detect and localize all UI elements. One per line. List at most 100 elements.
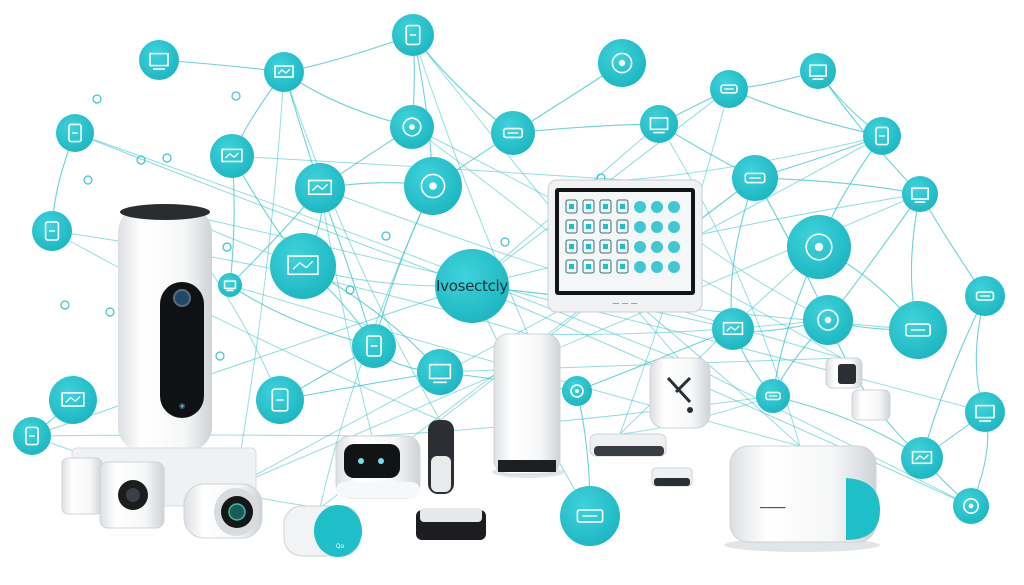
tablet-app-grid <box>565 199 680 274</box>
door-icon <box>274 65 294 78</box>
speaker-icon <box>25 426 39 446</box>
speaker-icon <box>221 148 243 163</box>
sensor-icon-node <box>953 488 989 524</box>
app-tile-icon <box>582 199 595 214</box>
mini-node-dot <box>231 91 241 101</box>
router-icon <box>307 179 333 196</box>
app-tile-glyph <box>569 244 574 249</box>
thermostat-icon <box>611 52 633 74</box>
router-icon-node <box>295 163 345 213</box>
mini-node-dot <box>215 351 225 361</box>
sensor-icon <box>962 497 979 514</box>
mini-node-dot <box>162 153 172 163</box>
app-tile-icon <box>634 201 646 213</box>
lock-icon <box>223 280 237 292</box>
app-tile-glyph <box>586 244 591 249</box>
laptop-icon-node <box>800 53 836 89</box>
light-icon-node <box>640 105 678 143</box>
mini-node-dot <box>136 155 146 165</box>
light-icon <box>576 509 604 523</box>
router-icon-node <box>139 40 179 80</box>
app-tile-icon <box>599 259 612 274</box>
mini-node-dot <box>83 175 93 185</box>
device-connection-line <box>283 71 441 421</box>
device-connection-line <box>371 395 774 437</box>
tall-cylinder-camera-hub: ◉ <box>103 204 227 464</box>
speaker-icon-node <box>210 134 254 178</box>
monitor-icon <box>805 233 833 261</box>
light-icon <box>722 321 744 336</box>
app-tile-icon <box>565 219 578 234</box>
app-tile-icon <box>565 239 578 254</box>
device-connection-line <box>319 187 373 437</box>
light-icon-node <box>560 486 620 546</box>
lock-icon <box>911 450 933 465</box>
camera-icon-node <box>710 70 748 108</box>
sensor-bar-device <box>589 433 667 457</box>
camera-icon <box>570 384 584 398</box>
light-icon-node <box>712 308 754 350</box>
hub-label: Ivosectcly <box>436 277 508 295</box>
lock-icon-node <box>218 273 242 297</box>
app-tile-icon <box>668 261 680 273</box>
app-tile-icon <box>651 221 663 233</box>
smart-plug-device <box>649 357 711 429</box>
plug-icon-node <box>863 117 901 155</box>
thermostat-icon <box>911 187 929 203</box>
small-sensor-chip <box>651 467 693 487</box>
lock-icon-node <box>390 105 434 149</box>
app-tile-icon <box>599 219 612 234</box>
thermostat-icon <box>61 391 85 407</box>
laptop-icon <box>765 391 781 401</box>
app-tile-glyph <box>603 264 608 269</box>
app-tile-glyph <box>586 204 591 209</box>
app-tile-icon <box>582 219 595 234</box>
device-connection-line <box>74 132 681 361</box>
app-tile-icon <box>651 201 663 213</box>
door-icon-node <box>256 376 304 424</box>
base-station-device: ━━━━━━ <box>724 445 880 552</box>
tablet-icon <box>420 173 446 199</box>
network-nodes <box>13 14 1005 546</box>
laptop-icon <box>809 64 827 80</box>
door-icon <box>744 172 766 184</box>
router-icon <box>905 323 931 337</box>
app-tile-icon <box>582 259 595 274</box>
mini-node-dot <box>92 94 102 104</box>
monitor-icon-node <box>56 114 94 152</box>
app-tile-glyph <box>569 264 574 269</box>
mini-node-dot <box>381 231 391 241</box>
app-tile-icon <box>651 241 663 253</box>
mini-node-dot <box>500 237 510 247</box>
laptop-icon-node <box>756 379 790 413</box>
wall-tablet-device: — — — <box>547 179 703 313</box>
mini-node-dot <box>222 242 232 252</box>
tablet-icon-node <box>392 14 434 56</box>
connection-line <box>471 285 972 507</box>
tablet-icon <box>405 24 421 46</box>
laptop-icon <box>287 255 319 276</box>
app-tile-glyph <box>620 244 625 249</box>
thermostat-icon-node <box>902 176 938 212</box>
connection-line <box>728 88 883 137</box>
tablet-icon <box>428 363 452 384</box>
monitor-icon <box>68 123 82 143</box>
mini-node-dot <box>60 300 70 310</box>
device-connection-line <box>619 246 820 435</box>
camera-lens-icon <box>173 289 191 307</box>
device-connection-line <box>51 230 441 421</box>
speaker-icon-node <box>965 276 1005 316</box>
tablet-icon-node <box>404 157 462 215</box>
sensor-icon <box>502 127 524 139</box>
app-tile-glyph <box>603 204 608 209</box>
app-tile-glyph <box>620 204 625 209</box>
sensor-icon-node <box>491 111 535 155</box>
app-tile-glyph <box>569 224 574 229</box>
app-tile-icon <box>616 199 629 214</box>
bullet-camera <box>183 483 263 539</box>
app-tile-icon <box>668 201 680 213</box>
app-tile-icon <box>651 261 663 273</box>
app-tile-icon <box>616 259 629 274</box>
monitor-icon-node <box>965 392 1005 432</box>
